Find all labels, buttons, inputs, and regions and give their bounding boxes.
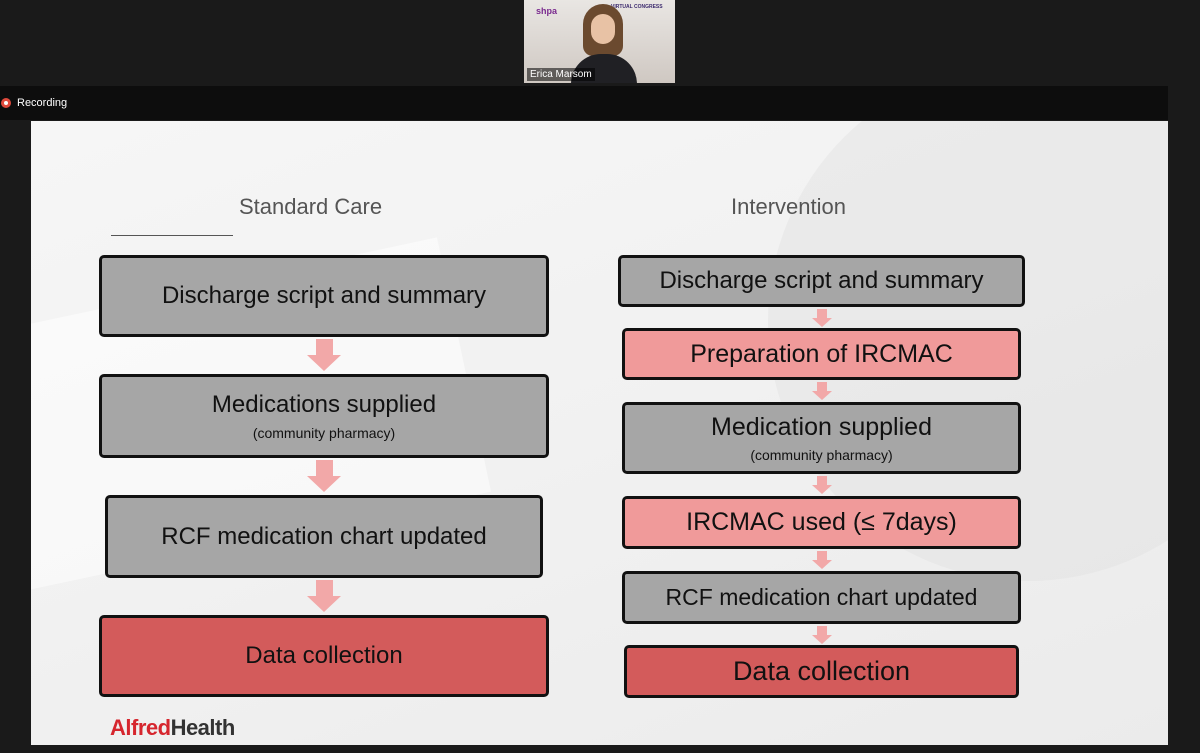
intervention-step-5: RCF medication chart updated xyxy=(622,571,1021,624)
recording-bar: Recording xyxy=(0,86,1168,120)
speaker-name-label: Erica Marsom xyxy=(527,68,595,81)
step-label: Discharge script and summary xyxy=(659,267,984,295)
congress-logo-left: shpa xyxy=(536,6,558,16)
step-label: Data collection xyxy=(245,642,403,670)
step-label: Medication supplied xyxy=(711,412,932,441)
step-sublabel: (community pharmacy) xyxy=(252,424,396,441)
shared-slide: Standard Care Intervention Discharge scr… xyxy=(31,121,1168,745)
intervention-step-4: IRCMAC used (≤ 7days) xyxy=(622,496,1021,549)
step-label: Discharge script and summary xyxy=(161,282,487,310)
step-label: RCF medication chart updated xyxy=(665,584,978,611)
flow-arrow xyxy=(307,580,341,612)
heading-underline xyxy=(111,235,233,236)
flow-arrow xyxy=(812,551,832,569)
flow-arrow xyxy=(812,476,832,494)
intervention-step-3: Medication supplied (community pharmacy) xyxy=(622,402,1021,474)
flow-arrow xyxy=(307,339,341,371)
standard-care-heading: Standard Care xyxy=(239,194,383,219)
step-label: RCF medication chart updated xyxy=(161,522,487,550)
standard-step-4: Data collection xyxy=(99,615,549,697)
step-sublabel: (community pharmacy) xyxy=(750,447,893,464)
flow-arrow xyxy=(812,626,832,644)
brand-part-1: Alfred xyxy=(110,715,171,740)
recording-label: Recording xyxy=(17,97,68,109)
step-label: Preparation of IRCMAC xyxy=(690,339,953,368)
step-label: Data collection xyxy=(732,655,911,686)
intervention-step-6: Data collection xyxy=(624,645,1019,698)
step-label: Medications supplied xyxy=(211,391,437,419)
standard-step-3: RCF medication chart updated xyxy=(105,495,543,578)
brand-part-2: Health xyxy=(170,715,236,740)
flow-arrow xyxy=(812,309,832,327)
flow-arrow xyxy=(307,460,341,492)
intervention-step-1: Discharge script and summary xyxy=(618,255,1025,307)
intervention-heading: Intervention xyxy=(731,194,846,219)
flow-arrow xyxy=(812,382,832,400)
window-edge xyxy=(1168,86,1200,753)
recording-icon xyxy=(1,98,11,108)
step-label: IRCMAC used (≤ 7days) xyxy=(686,508,957,537)
speaker-video-thumbnail[interactable]: shpa VIRTUAL CONGRESS Erica Marsom xyxy=(524,0,675,83)
standard-step-2: Medications supplied (community pharmacy… xyxy=(99,374,549,458)
congress-logo-right: VIRTUAL CONGRESS xyxy=(611,4,663,10)
standard-step-1: Discharge script and summary xyxy=(99,255,549,337)
intervention-step-2: Preparation of IRCMAC xyxy=(622,328,1021,380)
alfred-health-logo: AlfredHealth xyxy=(110,715,235,741)
